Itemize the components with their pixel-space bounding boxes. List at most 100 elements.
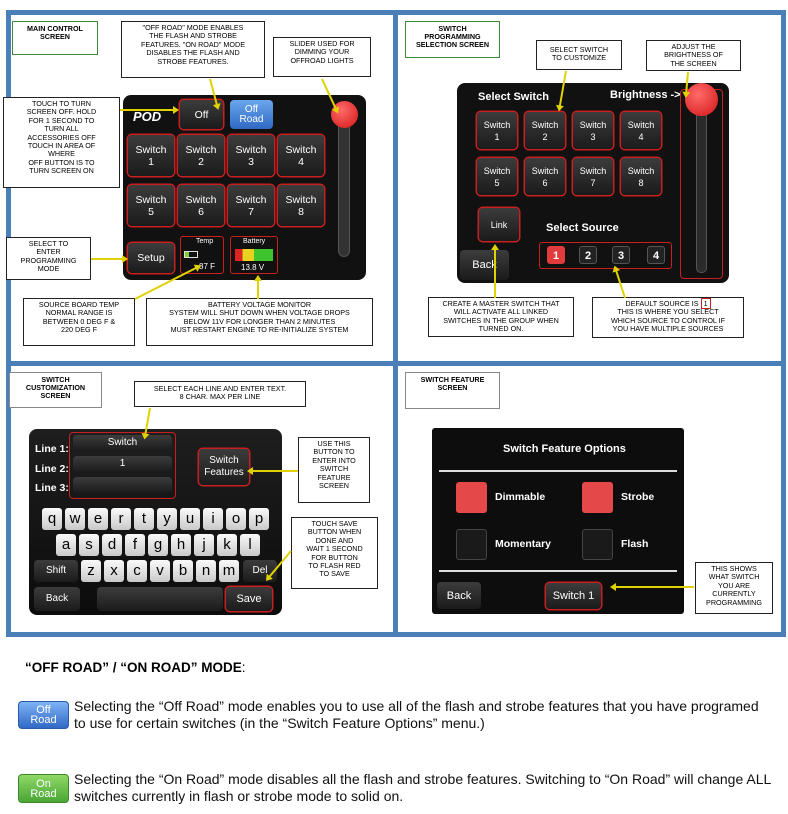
- lines-callout: SELECT EACH LINE AND ENTER TEXT. 8 CHAR.…: [134, 381, 306, 407]
- switch-4-button[interactable]: Switch 4: [278, 135, 324, 176]
- arrow-off: [120, 106, 179, 114]
- custom-panel-title: SWITCH CUSTOMIZATION SCREEN: [9, 372, 102, 408]
- select-switch-3[interactable]: Switch 3: [573, 112, 613, 149]
- key-a[interactable]: a: [56, 534, 76, 556]
- flash-checkbox[interactable]: [582, 529, 613, 560]
- save-callout: TOUCH SAVE BUTTON WHEN DONE AND WAIT 1 S…: [291, 517, 378, 589]
- source-4-button[interactable]: 4: [647, 246, 665, 264]
- current-switch-button[interactable]: Switch 1: [546, 583, 601, 609]
- key-i[interactable]: i: [203, 508, 223, 530]
- key-h[interactable]: h: [171, 534, 191, 556]
- switch-5-button[interactable]: Switch 5: [128, 185, 174, 226]
- feature-back-button[interactable]: Back: [437, 582, 481, 609]
- switch-8-button[interactable]: Switch 8: [278, 185, 324, 226]
- key-m[interactable]: m: [219, 560, 239, 582]
- key-s[interactable]: s: [79, 534, 99, 556]
- source-3-button[interactable]: 3: [612, 246, 630, 264]
- offroad-callout: "OFF ROAD" MODE ENABLES THE FLASH AND ST…: [121, 21, 265, 78]
- battery-label: Battery: [243, 238, 266, 245]
- key-y[interactable]: y: [157, 508, 177, 530]
- link-button[interactable]: Link: [479, 208, 519, 241]
- select-source-label: Select Source: [546, 222, 619, 234]
- temp-bar: [184, 251, 198, 258]
- off-callout: TOUCH TO TURN SCREEN OFF. HOLD FOR 1 SEC…: [3, 97, 120, 188]
- battery-value: 13.8 V: [241, 263, 265, 272]
- switch-7-button[interactable]: Switch 7: [228, 185, 274, 226]
- switch-3-button[interactable]: Switch 3: [228, 135, 274, 176]
- select-back-button[interactable]: Back: [460, 250, 509, 280]
- temp-label: Temp: [196, 238, 214, 245]
- feature-panel-title: SWITCH FEATURE SCREEN: [405, 372, 500, 409]
- save-button[interactable]: Save: [226, 587, 272, 611]
- switch-1-button[interactable]: Switch 1: [128, 135, 174, 176]
- arrow-setup: [91, 255, 128, 263]
- key-u[interactable]: u: [180, 508, 200, 530]
- momentary-checkbox[interactable]: [456, 529, 487, 560]
- setup-button[interactable]: Setup: [128, 243, 174, 273]
- key-z[interactable]: z: [81, 560, 101, 582]
- main-control-screen: POD Off Off Road Switch 1 Switch 2 Switc…: [123, 95, 366, 280]
- select-panel-title: SWITCH PROGRAMMING SELECTION SCREEN: [405, 21, 500, 58]
- temp-callout: SOURCE BOARD TEMP NORMAL RANGE IS BETWEE…: [23, 298, 135, 346]
- features-callout: USE THIS BUTTON TO ENTER INTO SWITCH FEA…: [298, 437, 370, 503]
- key-l[interactable]: l: [240, 534, 260, 556]
- arrow-current-switch: [614, 586, 694, 588]
- source-1-button[interactable]: 1: [547, 246, 565, 264]
- source-callout-num: 1: [700, 298, 711, 309]
- key-o[interactable]: o: [226, 508, 246, 530]
- key-d[interactable]: d: [102, 534, 122, 556]
- dimmer-slider-track[interactable]: [338, 107, 350, 257]
- select-switch-7[interactable]: Switch 7: [573, 158, 613, 195]
- select-switch-8[interactable]: Switch 8: [621, 158, 661, 195]
- switch-6-button[interactable]: Switch 6: [178, 185, 224, 226]
- source-selector: [539, 242, 672, 269]
- key-p[interactable]: p: [249, 508, 269, 530]
- slider-callout: SLIDER USED FOR DIMMING YOUR OFFROAD LIG…: [273, 37, 371, 77]
- key-k[interactable]: k: [217, 534, 237, 556]
- brightness-slider-knob[interactable]: [685, 83, 718, 116]
- current-switch-callout: THIS SHOWS WHAT SWITCH YOU ARE CURRENTLY…: [695, 562, 773, 614]
- source-2-button[interactable]: 2: [579, 246, 597, 264]
- brightness-callout: ADJUST THE BRIGHTNESS OF THE SCREEN: [646, 40, 741, 71]
- select-switch-callout: SELECT SWITCH TO CUSTOMIZE: [536, 40, 622, 70]
- line3-label: Line 3:: [35, 482, 69, 494]
- dimmable-label: Dimmable: [495, 491, 546, 503]
- key-j[interactable]: j: [194, 534, 214, 556]
- custom-back-button[interactable]: Back: [34, 587, 80, 611]
- arrow-battery: [257, 279, 259, 299]
- select-switch-1[interactable]: Switch 1: [477, 112, 517, 149]
- strobe-checkbox[interactable]: [582, 482, 613, 513]
- switch-features-button[interactable]: Switch Features: [199, 449, 249, 485]
- select-switch-5[interactable]: Switch 5: [477, 158, 517, 195]
- key-g[interactable]: g: [148, 534, 168, 556]
- line3-field[interactable]: [73, 477, 172, 493]
- temp-gauge: Temp 87 F: [180, 236, 224, 274]
- key-t[interactable]: t: [134, 508, 154, 530]
- source-callout-rest: THIS IS WHERE YOU SELECT WHICH SOURCE TO…: [610, 307, 726, 334]
- line2-label: Line 2:: [35, 463, 69, 475]
- line2-field[interactable]: 1: [73, 456, 172, 472]
- key-b[interactable]: b: [173, 560, 193, 582]
- key-e[interactable]: e: [88, 508, 108, 530]
- key-c[interactable]: c: [127, 560, 147, 582]
- line1-field[interactable]: Switch: [73, 435, 172, 451]
- key-v[interactable]: v: [150, 560, 170, 582]
- offroad-button[interactable]: Off Road: [230, 100, 273, 129]
- key-r[interactable]: r: [111, 508, 131, 530]
- select-switch-2[interactable]: Switch 2: [525, 112, 565, 149]
- select-switch-4[interactable]: Switch 4: [621, 112, 661, 149]
- feature-title: Switch Feature Options: [503, 443, 626, 455]
- master-callout: CREATE A MASTER SWITCH THAT WILL ACTIVAT…: [428, 297, 574, 337]
- key-w[interactable]: w: [65, 508, 85, 530]
- shift-key[interactable]: Shift: [34, 560, 78, 582]
- dimmable-checkbox[interactable]: [456, 482, 487, 513]
- key-x[interactable]: x: [104, 560, 124, 582]
- select-switch-6[interactable]: Switch 6: [525, 158, 565, 195]
- frame-right: [781, 10, 786, 637]
- key-f[interactable]: f: [125, 534, 145, 556]
- switch-2-button[interactable]: Switch 2: [178, 135, 224, 176]
- key-q[interactable]: q: [42, 508, 62, 530]
- space-key[interactable]: [97, 587, 223, 611]
- off-button[interactable]: Off: [180, 100, 223, 129]
- key-n[interactable]: n: [196, 560, 216, 582]
